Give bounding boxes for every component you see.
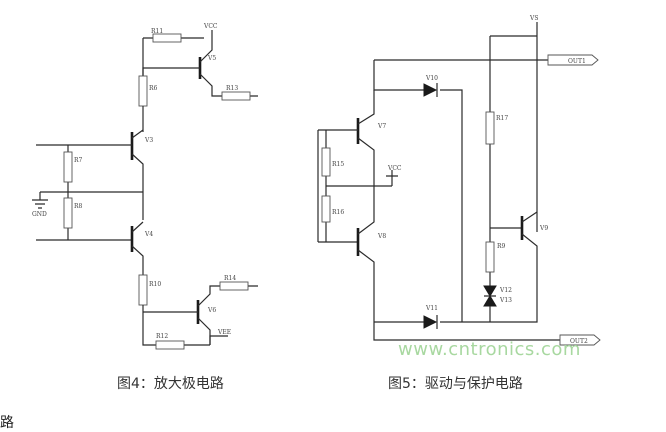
resistor-r14 [219,281,249,291]
vcc-symbol [386,170,398,177]
label-v12: V12 [499,287,512,294]
label-r6: R6 [149,85,158,92]
resistor-r17 [485,111,495,145]
figure5-circuit: VS OUT1 V7 V10 R17 R15 VCC R16 V8 R9 V9 … [317,15,601,346]
label-r14: R14 [224,275,236,282]
label-v7: V7 [377,123,386,130]
figure4-circuit: R11 V5 VCC R6 R13 V3 R7 R8 GND V4 R10 R1… [32,23,258,350]
label-v3: V3 [144,137,153,144]
label-v4: V4 [144,231,153,238]
diode-v11 [423,315,438,329]
label-v6: V6 [207,307,216,314]
label-r9: R9 [497,243,506,250]
resistor-r11 [152,33,182,43]
label-r16: R16 [332,209,344,216]
label-vs: VS [529,15,538,22]
label-v11: V11 [425,305,438,312]
label-r13: R13 [226,85,238,92]
label-r11: R11 [151,28,163,35]
label-r12: R12 [156,333,168,340]
resistor-r12 [155,340,185,350]
label-v10: V10 [425,75,438,82]
resistor-r15 [321,147,331,177]
label-gnd: GND [32,211,47,218]
resistor-r16 [321,195,331,223]
resistor-r7 [63,151,73,183]
resistor-r9 [485,241,495,273]
label-v5: V5 [207,55,216,62]
resistor-r8 [63,197,73,229]
figure4-caption: 图4：放大极电路 [117,376,224,392]
output-tag-out1 [547,54,599,66]
label-vee: VEE [217,329,231,336]
label-r8: R8 [74,203,83,210]
label-v8: V8 [377,233,386,240]
label-r17: R17 [496,115,508,122]
output-tag-out2 [559,334,601,346]
diode-v10 [423,83,438,97]
label-r7: R7 [74,157,83,164]
label-v9: V9 [539,225,548,232]
label-v13: V13 [499,297,512,304]
resistor-r13 [221,91,251,101]
footer-text: 路 [0,415,14,431]
label-out2: OUT2 [570,338,588,345]
figure5-caption: 图5：驱动与保护电路 [388,376,523,392]
label-out1: OUT1 [568,58,586,65]
resistor-r6 [138,75,148,107]
resistor-r10 [138,274,148,306]
label-r15: R15 [332,161,344,168]
label-vcc: VCC [387,165,402,172]
label-vcc-top: VCC [203,23,218,30]
ground-icon [32,192,48,209]
zener-v12-v13 [483,285,497,322]
watermark-text: www.cntronics.com [398,339,581,360]
label-r10: R10 [149,281,161,288]
